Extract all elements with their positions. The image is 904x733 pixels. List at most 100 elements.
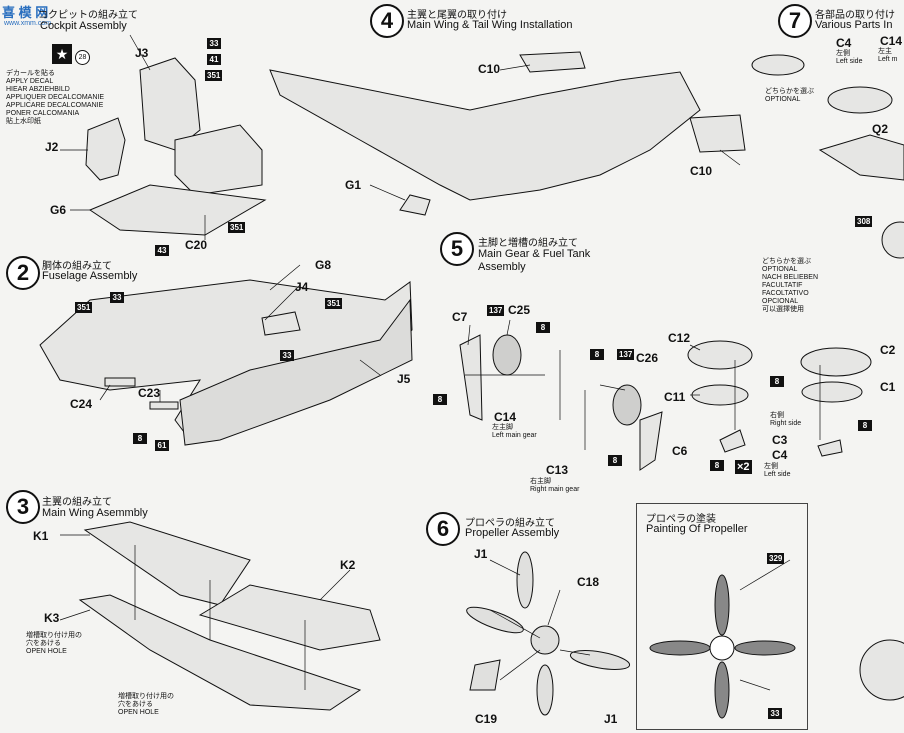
code-33-s2b: 33 [280, 350, 294, 361]
c25-wheel [492, 334, 522, 376]
wing-k2 [198, 584, 381, 651]
step2-number: 2 [6, 256, 40, 290]
step7-c4 [827, 86, 893, 114]
code-8-f: 8 [710, 460, 724, 471]
step4-title-en: Main Wing & Tail Wing Installation [407, 19, 573, 31]
part-c12: C12 [668, 331, 691, 345]
code-351-s2: 351 [75, 302, 93, 313]
cockpit-box [174, 124, 263, 196]
step1-title-ja: コクピットの組み立て [38, 10, 138, 21]
step7-title-en: Various Parts In [815, 19, 893, 31]
c24-part [104, 377, 136, 387]
part-c25: C25 [508, 303, 531, 317]
step5-title-en2: Assembly [478, 261, 526, 273]
code-43: 43 [155, 245, 169, 256]
code-8-c: 8 [590, 349, 604, 360]
g6-floor [88, 184, 267, 236]
part-j1-top: J1 [474, 547, 488, 561]
part-c3: C3 [772, 433, 788, 447]
code-33: 33 [207, 38, 221, 49]
c2-tank [800, 347, 872, 377]
blade-left [466, 606, 524, 634]
part-k3: K3 [44, 611, 60, 625]
paint-title-en: Painting Of Propeller [646, 523, 748, 535]
decal-star-icon: ★ [52, 44, 72, 64]
c19-spinner [469, 659, 501, 691]
aircraft-top [269, 69, 701, 201]
paint-propeller-box [636, 503, 808, 730]
step1-title-en: Cockpit Assembly [40, 20, 127, 32]
part-c26: C26 [636, 351, 659, 365]
c10-tail-left [519, 51, 586, 73]
part-c18: C18 [577, 575, 600, 589]
step6-title-en: Propeller Assembly [465, 527, 560, 539]
part-c2: C2 [880, 343, 896, 357]
step7-tank [751, 54, 805, 76]
step3-title-en: Main Wing Asemmbly [42, 507, 148, 519]
part-c11: C11 [664, 390, 686, 404]
code-351: 351 [205, 70, 223, 81]
part-g6: G6 [50, 203, 67, 217]
paint-title-ja: プロペラの塗装 [646, 514, 716, 525]
step3-title-ja: 主翼の組み立て [42, 497, 112, 508]
part-k1: K1 [33, 529, 49, 543]
blade-top [516, 551, 534, 609]
part-c23: C23 [138, 386, 161, 400]
c7-door [459, 334, 483, 421]
code-329: 329 [767, 553, 785, 564]
step6-number: 6 [426, 512, 460, 546]
step2-title-ja: 胴体の組み立て [42, 261, 112, 272]
code-8-d: 8 [608, 455, 622, 466]
part-c10-bottom: C10 [690, 164, 713, 178]
wing-k1 [83, 521, 251, 606]
code-8-g: 8 [858, 420, 872, 431]
step6-title-ja: プロペラの組み立て [465, 518, 555, 529]
code-351b: 351 [228, 222, 246, 233]
part-k2: K2 [340, 558, 356, 572]
step4-title-ja: 主翼と尾翼の取り付け [407, 10, 507, 21]
step2-title-en: Fuselage Assembly [42, 270, 138, 282]
g1-part [399, 194, 431, 216]
part-j1-bottom: J1 [604, 712, 618, 726]
c12-tank [687, 340, 753, 370]
part-c19: C19 [475, 712, 498, 726]
watermark-logo: 喜 模 网 [2, 5, 49, 20]
part-g1: G1 [345, 178, 362, 192]
step5-title-en1: Main Gear & Fuel Tank [478, 248, 591, 260]
part-c4-s7: C4 [836, 36, 852, 50]
c10-tail-right [689, 114, 746, 153]
watermark-url: www.xmm.com [4, 20, 52, 27]
j3-seat [139, 57, 201, 151]
part-c7: C7 [452, 310, 468, 324]
code-137: 137 [487, 305, 505, 316]
part-c6: C6 [672, 444, 688, 458]
c18-hub [530, 625, 560, 655]
times-two-badge: ×2 [735, 460, 752, 474]
c26-wheel [612, 384, 642, 426]
part-c14: C14 [494, 410, 517, 424]
code-33-s2: 33 [110, 292, 124, 303]
code-308: 308 [855, 216, 873, 227]
part-j5: J5 [397, 372, 411, 386]
code-61-s2: 61 [155, 440, 169, 451]
code-8-b: 8 [433, 394, 447, 405]
code-137b: 137 [617, 349, 635, 360]
part-j3: J3 [135, 46, 149, 60]
step3-number: 3 [6, 490, 40, 524]
part-c1: C1 [880, 380, 896, 394]
code-8-e: 8 [770, 376, 784, 387]
code-8-s2: 8 [133, 433, 147, 444]
part-j2: J2 [45, 140, 59, 154]
code-8-a: 8 [536, 322, 550, 333]
blade-right [569, 650, 631, 670]
part-c13: C13 [546, 463, 569, 477]
